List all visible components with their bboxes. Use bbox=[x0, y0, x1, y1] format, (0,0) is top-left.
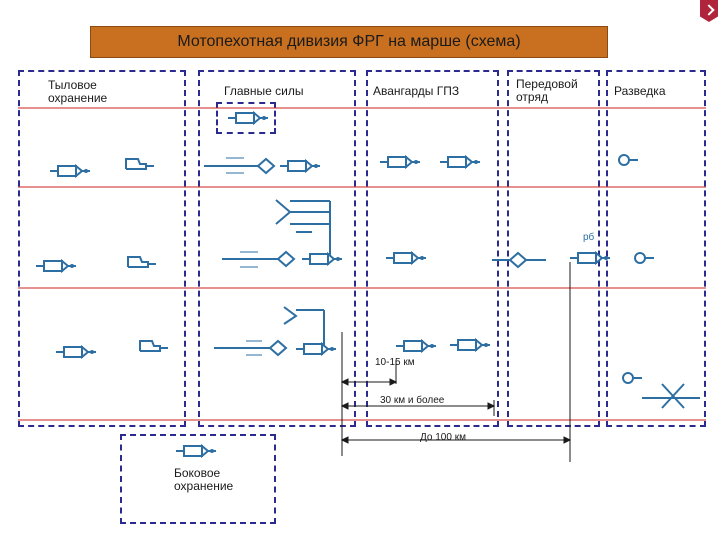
label-flank-guard: Боковое охранение bbox=[174, 466, 234, 493]
label-forward-detachment: Передовой отряд bbox=[516, 77, 578, 104]
zone-main-forces bbox=[198, 70, 356, 427]
distance-30: 30 км и более bbox=[380, 395, 445, 406]
diagram-title: Мотопехотная дивизия ФРГ на марше (схема… bbox=[90, 26, 608, 58]
label-rear-guard: Тыловое охранение bbox=[48, 78, 108, 105]
corner-return-icon[interactable] bbox=[700, 0, 718, 22]
zone-main-hq-box bbox=[216, 102, 276, 134]
distance-10-15: 10-15 км bbox=[375, 357, 415, 368]
label-rb: рб bbox=[583, 232, 595, 243]
distance-100: До 100 км bbox=[420, 432, 466, 443]
zone-reconnaissance bbox=[606, 70, 706, 427]
diagram-title-text: Мотопехотная дивизия ФРГ на марше (схема… bbox=[177, 33, 521, 50]
zone-forward-detachment bbox=[507, 70, 600, 427]
label-reconnaissance: Разведка bbox=[614, 84, 666, 98]
zone-rear-guard bbox=[18, 70, 186, 427]
label-main-forces: Главные силы bbox=[224, 84, 304, 98]
zone-flank-guard bbox=[120, 434, 276, 524]
label-vanguard: Авангарды ГПЗ bbox=[373, 84, 460, 98]
zone-vanguard bbox=[366, 70, 499, 427]
